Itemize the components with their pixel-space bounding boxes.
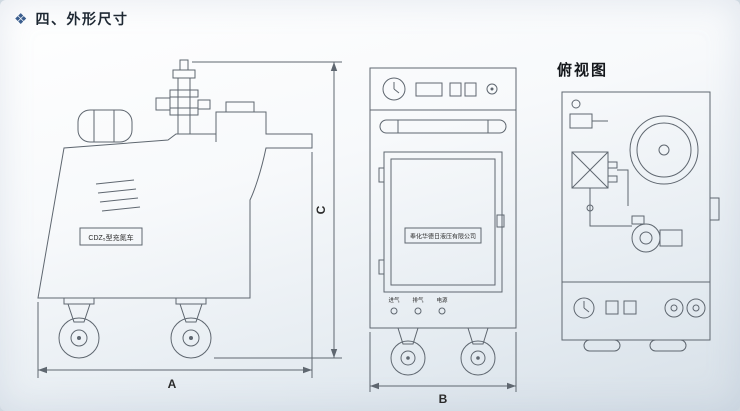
front-door: 奉化华德日液压有限公司 <box>378 151 505 293</box>
top-view-svg <box>561 91 720 352</box>
dimension-c: C <box>192 61 342 359</box>
side-view-drawing: CDZ₅型充氮车 A <box>16 48 356 393</box>
front-cabinet-outline <box>369 67 517 329</box>
port-label-exhaust: 排气 <box>412 296 424 304</box>
dim-label-b: B <box>439 392 448 405</box>
section-header: ❖ 四、外形尺寸 <box>14 9 128 29</box>
port-label-inlet: 进气 <box>388 296 400 304</box>
top-fan-unit <box>629 115 699 185</box>
side-valve-assembly <box>155 59 255 135</box>
front-push-handle <box>379 119 507 134</box>
top-pump-unit <box>631 215 683 253</box>
top-piping <box>586 169 632 227</box>
front-view-svg: 奉化华德日液压有限公司 进气 排气 电源 <box>369 67 517 406</box>
diamond-bullet-icon: ❖ <box>14 10 28 28</box>
equipment-model-label: CDZ₅型充氮车 <box>88 233 133 242</box>
side-body-outline <box>37 111 313 299</box>
top-view-drawing <box>548 86 728 376</box>
dimension-a: A <box>37 152 313 391</box>
dimension-b: B <box>369 332 517 406</box>
top-handle-bumpers <box>583 339 687 352</box>
top-enclosure-outline <box>561 91 720 341</box>
company-nameplate: 奉化华德日液压有限公司 <box>410 233 476 241</box>
section-title: 四、外形尺寸 <box>35 11 129 27</box>
front-caster-wheels <box>390 327 496 376</box>
front-control-panel <box>382 77 498 101</box>
side-caster-wheels <box>58 297 212 359</box>
top-misc-fittings <box>569 99 608 129</box>
dim-label-c: C <box>314 205 328 214</box>
top-front-panel <box>573 297 706 319</box>
top-view-caption: 俯视图 <box>557 62 609 79</box>
side-view-svg: CDZ₅型充氮车 A <box>37 59 342 391</box>
dim-label-a: A <box>168 377 177 391</box>
side-vent-louvers <box>95 179 141 212</box>
front-port-fittings: 进气 排气 电源 <box>388 296 448 315</box>
side-motor <box>77 109 133 143</box>
port-label-power: 电源 <box>436 296 448 304</box>
front-view-drawing: 奉化华德日液压有限公司 进气 排气 电源 <box>358 60 528 406</box>
side-nameplate: CDZ₅型充氮车 <box>79 227 143 246</box>
top-valve-block <box>571 151 618 189</box>
